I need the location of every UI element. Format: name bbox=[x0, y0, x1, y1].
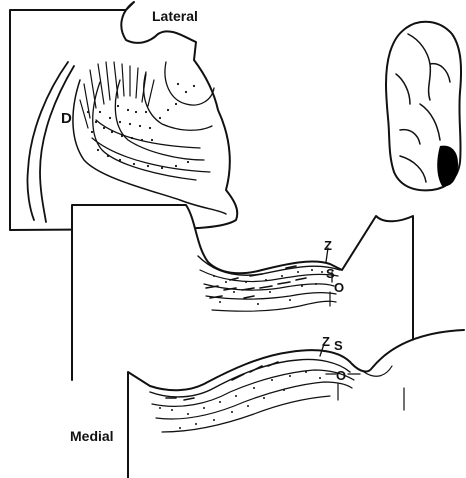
lateral-section-panel bbox=[10, 2, 237, 230]
label-o-upper: O bbox=[334, 280, 344, 295]
label-d: D bbox=[61, 110, 72, 127]
label-z-lower: Z bbox=[322, 334, 330, 349]
brain-outline-inset bbox=[386, 22, 461, 191]
label-s-upper: S bbox=[326, 266, 335, 281]
label-s-lower: S bbox=[334, 338, 343, 353]
label-medial: Medial bbox=[70, 428, 114, 444]
lesion-marker bbox=[437, 146, 458, 187]
label-lateral: Lateral bbox=[152, 8, 198, 24]
label-z-upper: Z bbox=[324, 238, 332, 253]
fiber-marks bbox=[80, 62, 154, 128]
middle-section-panel: Z S O bbox=[72, 205, 413, 380]
label-o-lower: O bbox=[336, 368, 346, 383]
